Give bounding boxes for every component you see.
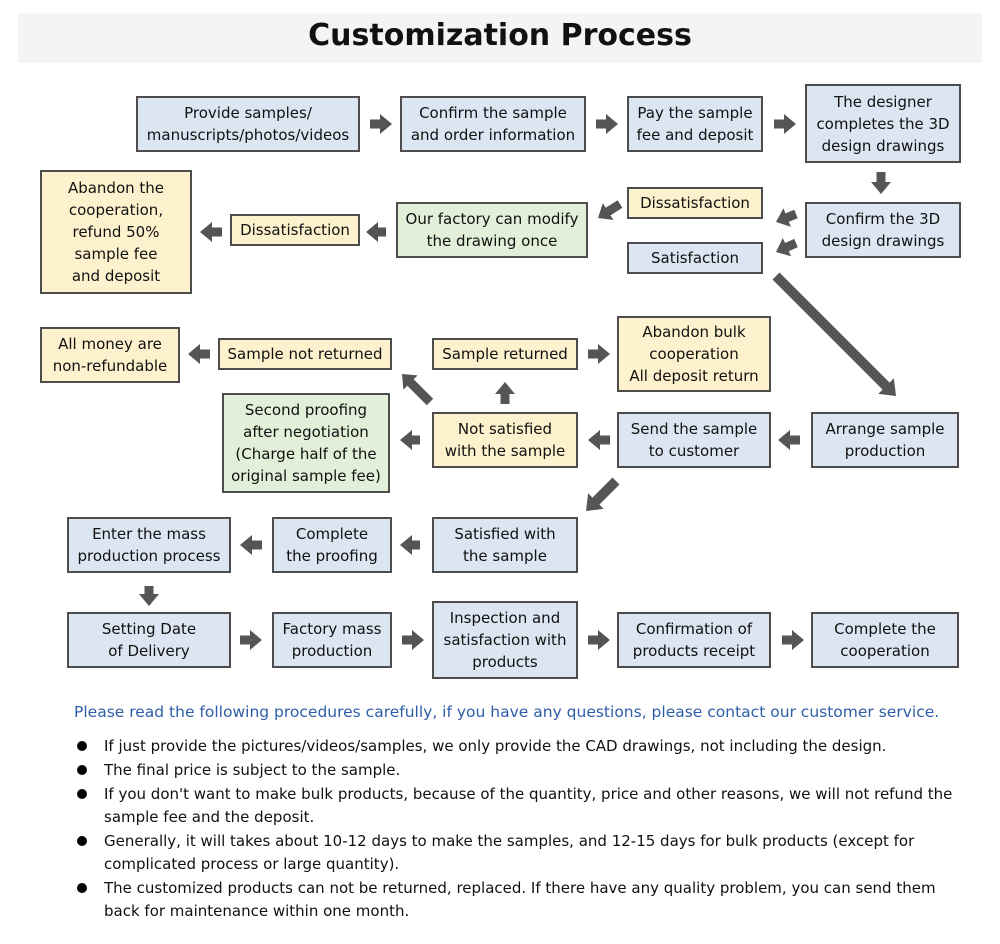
flow-arrow-icon	[598, 200, 623, 220]
flow-arrow-icon	[586, 477, 620, 511]
step-sample-not-returned: Sample not returned	[218, 338, 392, 370]
step-sample-returned: Sample returned	[432, 338, 578, 370]
flow-arrow-icon	[588, 430, 610, 450]
flow-arrow-icon	[366, 222, 386, 242]
note-item: If just provide the pictures/videos/samp…	[74, 735, 954, 758]
flow-arrow-icon	[776, 238, 798, 257]
note-item: Generally, it will takes about 10-12 day…	[74, 830, 954, 876]
step-setting-date: Setting Date of Delivery	[67, 612, 231, 668]
step-complete-cooperation: Complete the cooperation	[811, 612, 959, 668]
step-pay-fee: Pay the sample fee and deposit	[627, 96, 763, 152]
flow-arrow-icon	[370, 114, 392, 134]
step-abandon-bulk: Abandon bulk cooperation All deposit ret…	[617, 316, 771, 392]
step-enter-mass: Enter the mass production process	[67, 517, 231, 573]
flow-arrow-icon	[871, 172, 891, 194]
flow-arrow-icon	[188, 344, 210, 364]
step-satisfied-sample: Satisfied with the sample	[432, 517, 578, 573]
flow-arrow-icon	[240, 630, 262, 650]
step-money-nonrefundable: All money are non-refundable	[40, 327, 180, 383]
flow-arrow-icon	[588, 630, 610, 650]
step-dissatisfaction-2: Dissatisfaction	[230, 214, 360, 246]
flow-arrow-icon	[782, 630, 804, 650]
notes-list: If just provide the pictures/videos/samp…	[74, 735, 954, 924]
note-item: If you don't want to make bulk products,…	[74, 783, 954, 829]
step-inspection: Inspection and satisfaction with product…	[432, 601, 578, 679]
title-bar	[18, 13, 982, 63]
step-dissatisfaction-1: Dissatisfaction	[627, 187, 763, 219]
note-item: The customized products can not be retur…	[74, 877, 954, 923]
notice-text: Please read the following procedures car…	[74, 703, 940, 721]
step-send-sample: Send the sample to customer	[617, 412, 771, 468]
flow-arrow-icon	[402, 630, 424, 650]
step-arrange-production: Arrange sample production	[811, 412, 959, 468]
bullet-icon	[77, 836, 87, 846]
step-satisfaction: Satisfaction	[627, 242, 763, 274]
step-provide-samples: Provide samples/ manuscripts/photos/vide…	[136, 96, 360, 152]
bullet-icon	[77, 765, 87, 775]
flow-arrow-icon	[402, 374, 434, 406]
flow-arrow-icon	[776, 208, 798, 227]
bullet-icon	[77, 883, 87, 893]
bullet-icon	[77, 741, 87, 751]
step-complete-proofing: Complete the proofing	[272, 517, 392, 573]
flow-arrow-icon	[772, 272, 896, 396]
step-second-proofing: Second proofing after negotiation (Charg…	[222, 393, 390, 493]
flow-arrow-icon	[200, 222, 222, 242]
step-designer-3d: The designer completes the 3D design dra…	[805, 84, 961, 163]
step-not-satisfied: Not satisfied with the sample	[432, 412, 578, 468]
step-factory-modify: Our factory can modify the drawing once	[396, 202, 588, 258]
bullet-icon	[77, 789, 87, 799]
flow-arrow-icon	[588, 344, 610, 364]
flow-arrow-icon	[400, 535, 420, 555]
flow-arrow-icon	[139, 586, 159, 606]
flow-arrow-icon	[596, 114, 618, 134]
note-item: The final price is subject to the sample…	[74, 759, 954, 782]
step-confirm-sample-order: Confirm the sample and order information	[400, 96, 586, 152]
flow-arrow-icon	[774, 114, 796, 134]
step-confirm-3d: Confirm the 3D design drawings	[805, 202, 961, 258]
step-confirmation-receipt: Confirmation of products receipt	[617, 612, 771, 668]
flow-arrow-icon	[495, 382, 515, 404]
step-factory-mass: Factory mass production	[272, 612, 392, 668]
flow-arrow-icon	[240, 535, 262, 555]
step-abandon-cooperation: Abandon the cooperation, refund 50% samp…	[40, 170, 192, 294]
page-title: Customization Process	[308, 18, 692, 53]
flow-arrow-icon	[400, 430, 420, 450]
flow-arrow-icon	[778, 430, 800, 450]
